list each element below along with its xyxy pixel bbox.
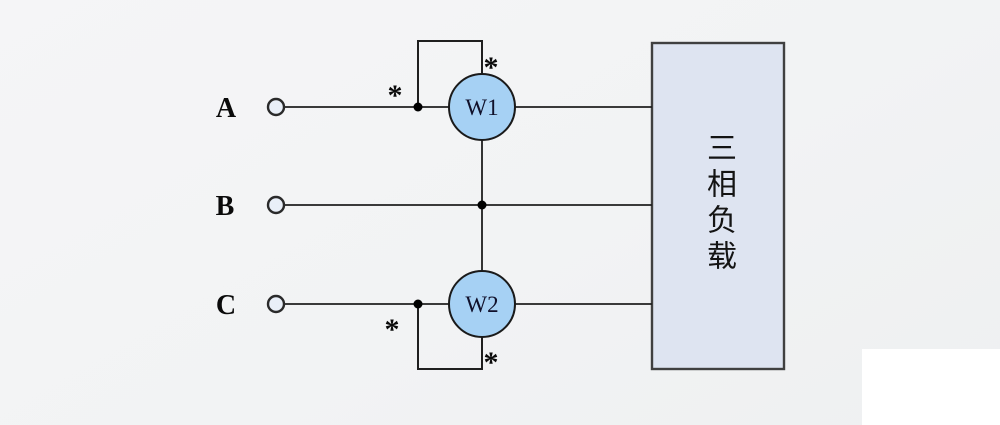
phase-c-label: C xyxy=(216,290,236,321)
polarity-mark-w1-voltage: * xyxy=(484,51,499,84)
terminal-a xyxy=(266,97,286,117)
wattmeter-w2-circle xyxy=(448,270,516,338)
load-label: 三相负载 xyxy=(702,132,735,276)
junction-a xyxy=(413,102,423,112)
w2-voltage-loop xyxy=(417,304,483,370)
terminal-c xyxy=(266,294,286,314)
load-box xyxy=(650,41,786,371)
polarity-mark-w2-voltage: * xyxy=(484,346,499,379)
wattmeter-w1-circle xyxy=(448,73,516,141)
polarity-mark-w1-current: * xyxy=(388,79,403,112)
phase-a-label: A xyxy=(216,93,237,124)
wattmeter-w2-label: W2 xyxy=(465,292,498,317)
junction-b xyxy=(477,200,487,210)
junction-c xyxy=(413,299,423,309)
corner-panel xyxy=(862,349,1000,425)
polarity-mark-w2-current: * xyxy=(385,313,400,346)
wattmeter-w1-label: W1 xyxy=(465,95,498,120)
phase-b-label: B xyxy=(216,191,235,222)
terminal-b xyxy=(266,195,286,215)
w1-voltage-loop xyxy=(417,40,483,107)
